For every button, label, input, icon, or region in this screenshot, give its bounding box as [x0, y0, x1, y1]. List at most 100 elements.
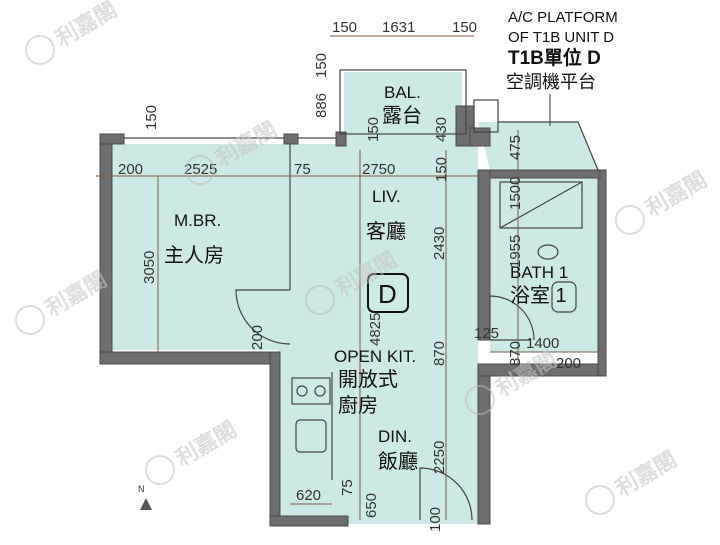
kitchen-area — [278, 350, 478, 524]
ac-note-en-1: A/C PLATFORM — [508, 9, 618, 26]
wall-ac-post — [469, 127, 491, 147]
bathroom-label-cn: 浴室 1 — [510, 284, 567, 307]
watermark-text-7: 利嘉閣 — [641, 167, 711, 222]
dim-150-vert: 150 — [433, 157, 450, 182]
dim-2250: 2250 — [431, 441, 448, 474]
dim-2750: 2750 — [362, 161, 395, 178]
dim-2525: 2525 — [184, 161, 217, 178]
dim-475: 475 — [507, 135, 524, 160]
dimension-lines — [96, 35, 604, 520]
north-arrow-icon — [140, 498, 152, 510]
ac-platform-area — [478, 122, 598, 170]
room-fills — [112, 72, 600, 524]
room-labels: BAL. 露台 M.BR. 主人房 LIV. 客廳 D OPEN KIT. 開放… — [164, 83, 568, 473]
unit-badge: D — [378, 279, 397, 309]
ac-note-en-2: OF T1B UNIT D — [508, 29, 614, 46]
unit-badge-box — [367, 273, 409, 313]
ac-note-cn-1: T1B單位 D — [508, 46, 601, 69]
wall-left — [99, 133, 113, 365]
balcony-railing — [339, 69, 467, 135]
watermark-7: 利嘉閣 — [615, 167, 711, 235]
dim-620: 620 — [296, 487, 321, 504]
kitchen-label-cn-1: 開放式 — [338, 368, 398, 391]
dining-label-en: DIN. — [378, 427, 412, 446]
watermark-logo-icon — [305, 285, 335, 315]
watermark-logo-icon — [615, 205, 645, 235]
watermark-logo-icon — [25, 35, 55, 65]
wall-bath-right — [597, 169, 607, 377]
dim-75b: 75 — [339, 479, 356, 496]
watermark-1: 利嘉閣 — [25, 0, 121, 65]
master-bedroom-label-en: M.BR. — [174, 211, 221, 230]
dim-75: 75 — [294, 161, 311, 178]
dim-2430: 2430 — [431, 227, 448, 260]
toilet — [537, 244, 559, 260]
dim-150-liv: 150 — [365, 117, 382, 142]
door-entrance — [419, 467, 473, 521]
kitchen-label-cn-2: 廚房 — [338, 393, 378, 417]
dining-label-cn: 飯廳 — [378, 450, 418, 473]
dim-4825: 4825 — [367, 313, 384, 346]
wall-bath-left — [477, 169, 491, 341]
watermark-logo-icon — [185, 155, 215, 185]
balcony-label-cn: 露台 — [382, 104, 422, 127]
dim-125: 125 — [474, 325, 499, 342]
dim-150a: 150 — [332, 19, 357, 36]
north-arrow: N — [138, 484, 152, 510]
dim-1500: 1500 — [507, 177, 524, 210]
watermark-logo-icon — [585, 485, 615, 515]
wall-bath-top — [489, 169, 601, 179]
hob — [291, 377, 331, 405]
master-bedroom-area — [112, 144, 290, 350]
north-label: N — [138, 484, 145, 494]
wall-right-lower — [477, 367, 491, 525]
watermark-logo-icon — [465, 385, 495, 415]
watermark-text-5: 利嘉閣 — [171, 417, 241, 472]
dim-150-mbr: 150 — [143, 105, 160, 130]
dim-1955: 1955 — [507, 235, 524, 268]
walls — [99, 105, 607, 527]
sink — [295, 419, 327, 453]
dim-1631: 1631 — [382, 19, 415, 36]
hob-ring-2 — [314, 385, 326, 397]
dim-650: 650 — [363, 493, 380, 518]
wall-bottom-left — [99, 351, 279, 365]
watermark-3: 利嘉閣 — [14, 267, 111, 335]
wall-bottom — [269, 515, 349, 527]
bathroom-label-en: BATH 1 — [510, 263, 568, 282]
ac-note-cn-2: 空調機平台 — [506, 72, 596, 92]
kitchen-label-en: OPEN KIT. — [334, 347, 416, 366]
dim-430: 430 — [433, 117, 450, 142]
dim-1400: 1400 — [526, 335, 559, 352]
wall-bal-post-left — [335, 131, 347, 147]
watermark-5: 利嘉閣 — [145, 417, 241, 485]
wall-kitchen-left — [269, 351, 281, 525]
watermark-text-8: 利嘉閣 — [611, 447, 681, 502]
basin — [551, 281, 577, 313]
dim-150b: 150 — [452, 19, 477, 36]
dim-100: 100 — [427, 507, 444, 532]
living-label-en: LIV. — [372, 187, 401, 206]
balcony-label-en: BAL. — [384, 83, 421, 102]
dimension-labels: 150 1631 150 150 886 150 150 430 200 252… — [118, 19, 581, 532]
dim-3050: 3050 — [141, 251, 158, 284]
shower-diag — [499, 181, 583, 229]
dim-200-top: 200 — [118, 161, 143, 178]
dim-200-right: 200 — [556, 355, 581, 372]
door-mbr — [235, 289, 291, 345]
watermark-text-6: 利嘉閣 — [491, 347, 561, 402]
watermark-logo-icon — [14, 305, 45, 335]
dim-886: 886 — [313, 93, 330, 118]
ac-unit-box — [473, 99, 499, 133]
door-bath — [489, 295, 535, 341]
ac-edge-2 — [577, 121, 599, 171]
living-label-cn: 客廳 — [366, 220, 406, 243]
watermark-8: 利嘉閣 — [585, 447, 681, 515]
watermark-text-1: 利嘉閣 — [51, 0, 121, 51]
wall-top-left — [99, 133, 125, 145]
ac-platform-note: A/C PLATFORM OF T1B UNIT D T1B單位 D 空調機平台 — [506, 9, 618, 126]
hob-ring-1 — [296, 385, 308, 397]
dim-870: 870 — [431, 341, 448, 366]
